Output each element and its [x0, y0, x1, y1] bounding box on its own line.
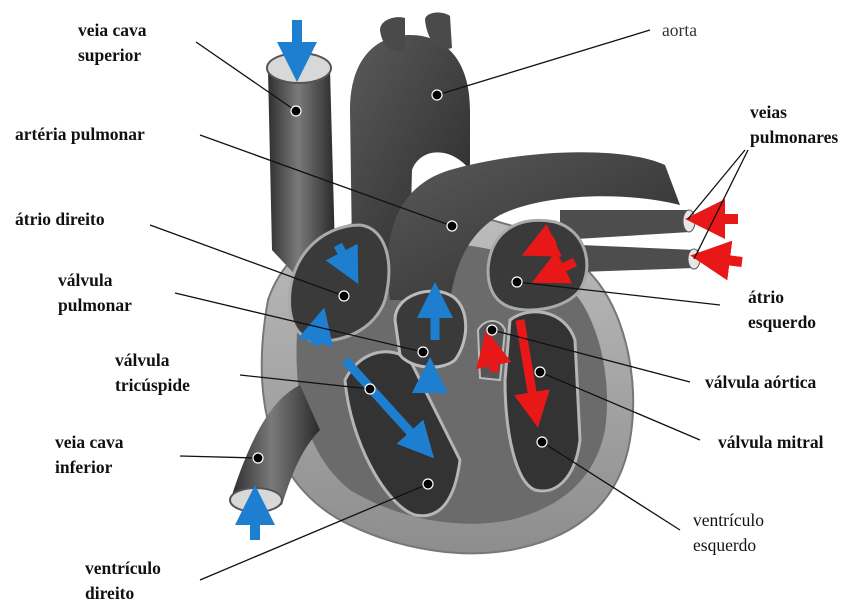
- label-atrio-direito: átrio direito: [15, 207, 105, 232]
- label-line: direito: [85, 581, 161, 605]
- label-line: inferior: [55, 455, 124, 480]
- label-line: tricúspide: [115, 373, 190, 398]
- label-line: átrio direito: [15, 207, 105, 232]
- label-valvula-mitral: válvula mitral: [718, 430, 823, 455]
- label-line: pulmonares: [750, 125, 838, 150]
- label-ventriculo-direito: ventrículo direito: [85, 556, 161, 605]
- label-arteria-pulmonar: artéria pulmonar: [15, 122, 145, 147]
- label-line: esquerdo: [748, 310, 816, 335]
- label-line: artéria pulmonar: [15, 122, 145, 147]
- label-veia-cava-inferior: veia cava inferior: [55, 430, 124, 480]
- label-line: válvula aórtica: [705, 370, 816, 395]
- label-valvula-aortica: válvula aórtica: [705, 370, 816, 395]
- label-line: pulmonar: [58, 293, 132, 318]
- label-aorta: aorta: [662, 18, 697, 43]
- label-line: válvula mitral: [718, 430, 823, 455]
- pulmonary-valve: [395, 291, 466, 367]
- label-ventriculo-esquerdo: ventrículo esquerdo: [693, 508, 764, 558]
- left-ventricle-chamber: [505, 312, 580, 491]
- label-line: superior: [78, 43, 147, 68]
- label-veias-pulmonares: veias pulmonares: [750, 100, 838, 150]
- label-atrio-esquerdo: átrio esquerdo: [748, 285, 816, 335]
- label-veia-cava-superior: veia cava superior: [78, 18, 147, 68]
- label-valvula-tricuspide: válvula tricúspide: [115, 348, 190, 398]
- label-line: esquerdo: [693, 533, 764, 558]
- label-line: válvula: [115, 348, 190, 373]
- label-line: válvula: [58, 268, 132, 293]
- label-line: veia cava: [78, 18, 147, 43]
- label-line: átrio: [748, 285, 816, 310]
- label-line: ventrículo: [693, 508, 764, 533]
- label-line: veia cava: [55, 430, 124, 455]
- label-line: aorta: [662, 18, 697, 43]
- label-line: ventrículo: [85, 556, 161, 581]
- label-valvula-pulmonar: válvula pulmonar: [58, 268, 132, 318]
- label-line: veias: [750, 100, 838, 125]
